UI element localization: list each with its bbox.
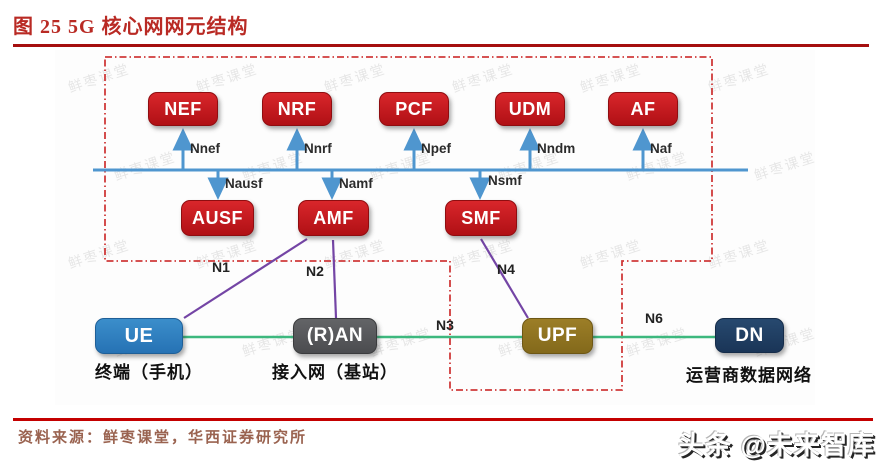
node-nrf: NRF — [262, 92, 332, 126]
node-ue: UE — [95, 318, 183, 354]
ref-label-nndm: Nndm — [537, 141, 576, 156]
n4-line — [480, 238, 529, 319]
ref-label-nsmf: Nsmf — [488, 173, 522, 188]
ref-label-namf: Namf — [339, 176, 373, 191]
core-boundary-border — [104, 56, 713, 391]
source-note: 资料来源：鲜枣课堂，华西证券研究所 — [18, 430, 308, 446]
ref-label-naf: Naf — [650, 141, 672, 156]
caption-ran: 接入网（基站） — [272, 363, 398, 382]
caption-ue: 终端（手机） — [95, 363, 203, 382]
brand-watermark: 头条 @未来智库 — [678, 430, 875, 460]
figure-title: 图 25 5G 核心网网元结构 — [13, 16, 249, 38]
ref-label-nnef: Nnef — [190, 141, 220, 156]
node-nef: NEF — [148, 92, 218, 126]
node-af: AF — [608, 92, 678, 126]
node-ran: (R)AN — [293, 318, 377, 354]
link-label-n4: N4 — [497, 261, 515, 277]
node-udm: UDM — [495, 92, 565, 126]
ref-label-npef: Npef — [421, 141, 451, 156]
caption-dn: 运营商数据网络 — [686, 366, 812, 385]
node-dn: DN — [715, 318, 784, 353]
n1-line — [183, 238, 308, 319]
node-pcf: PCF — [379, 92, 449, 126]
ref-label-nausf: Nausf — [225, 176, 263, 191]
node-smf: SMF — [445, 200, 517, 236]
title-divider — [13, 44, 869, 47]
node-upf: UPF — [522, 318, 593, 354]
link-label-n3: N3 — [436, 317, 454, 333]
link-label-n1: N1 — [212, 259, 230, 275]
ref-label-nnrf: Nnrf — [304, 141, 332, 156]
n2-line — [331, 239, 338, 319]
link-label-n2: N2 — [306, 263, 324, 279]
footer-divider — [13, 418, 873, 421]
node-amf: AMF — [298, 200, 369, 236]
node-ausf: AUSF — [181, 200, 254, 236]
link-label-n6: N6 — [645, 310, 663, 326]
